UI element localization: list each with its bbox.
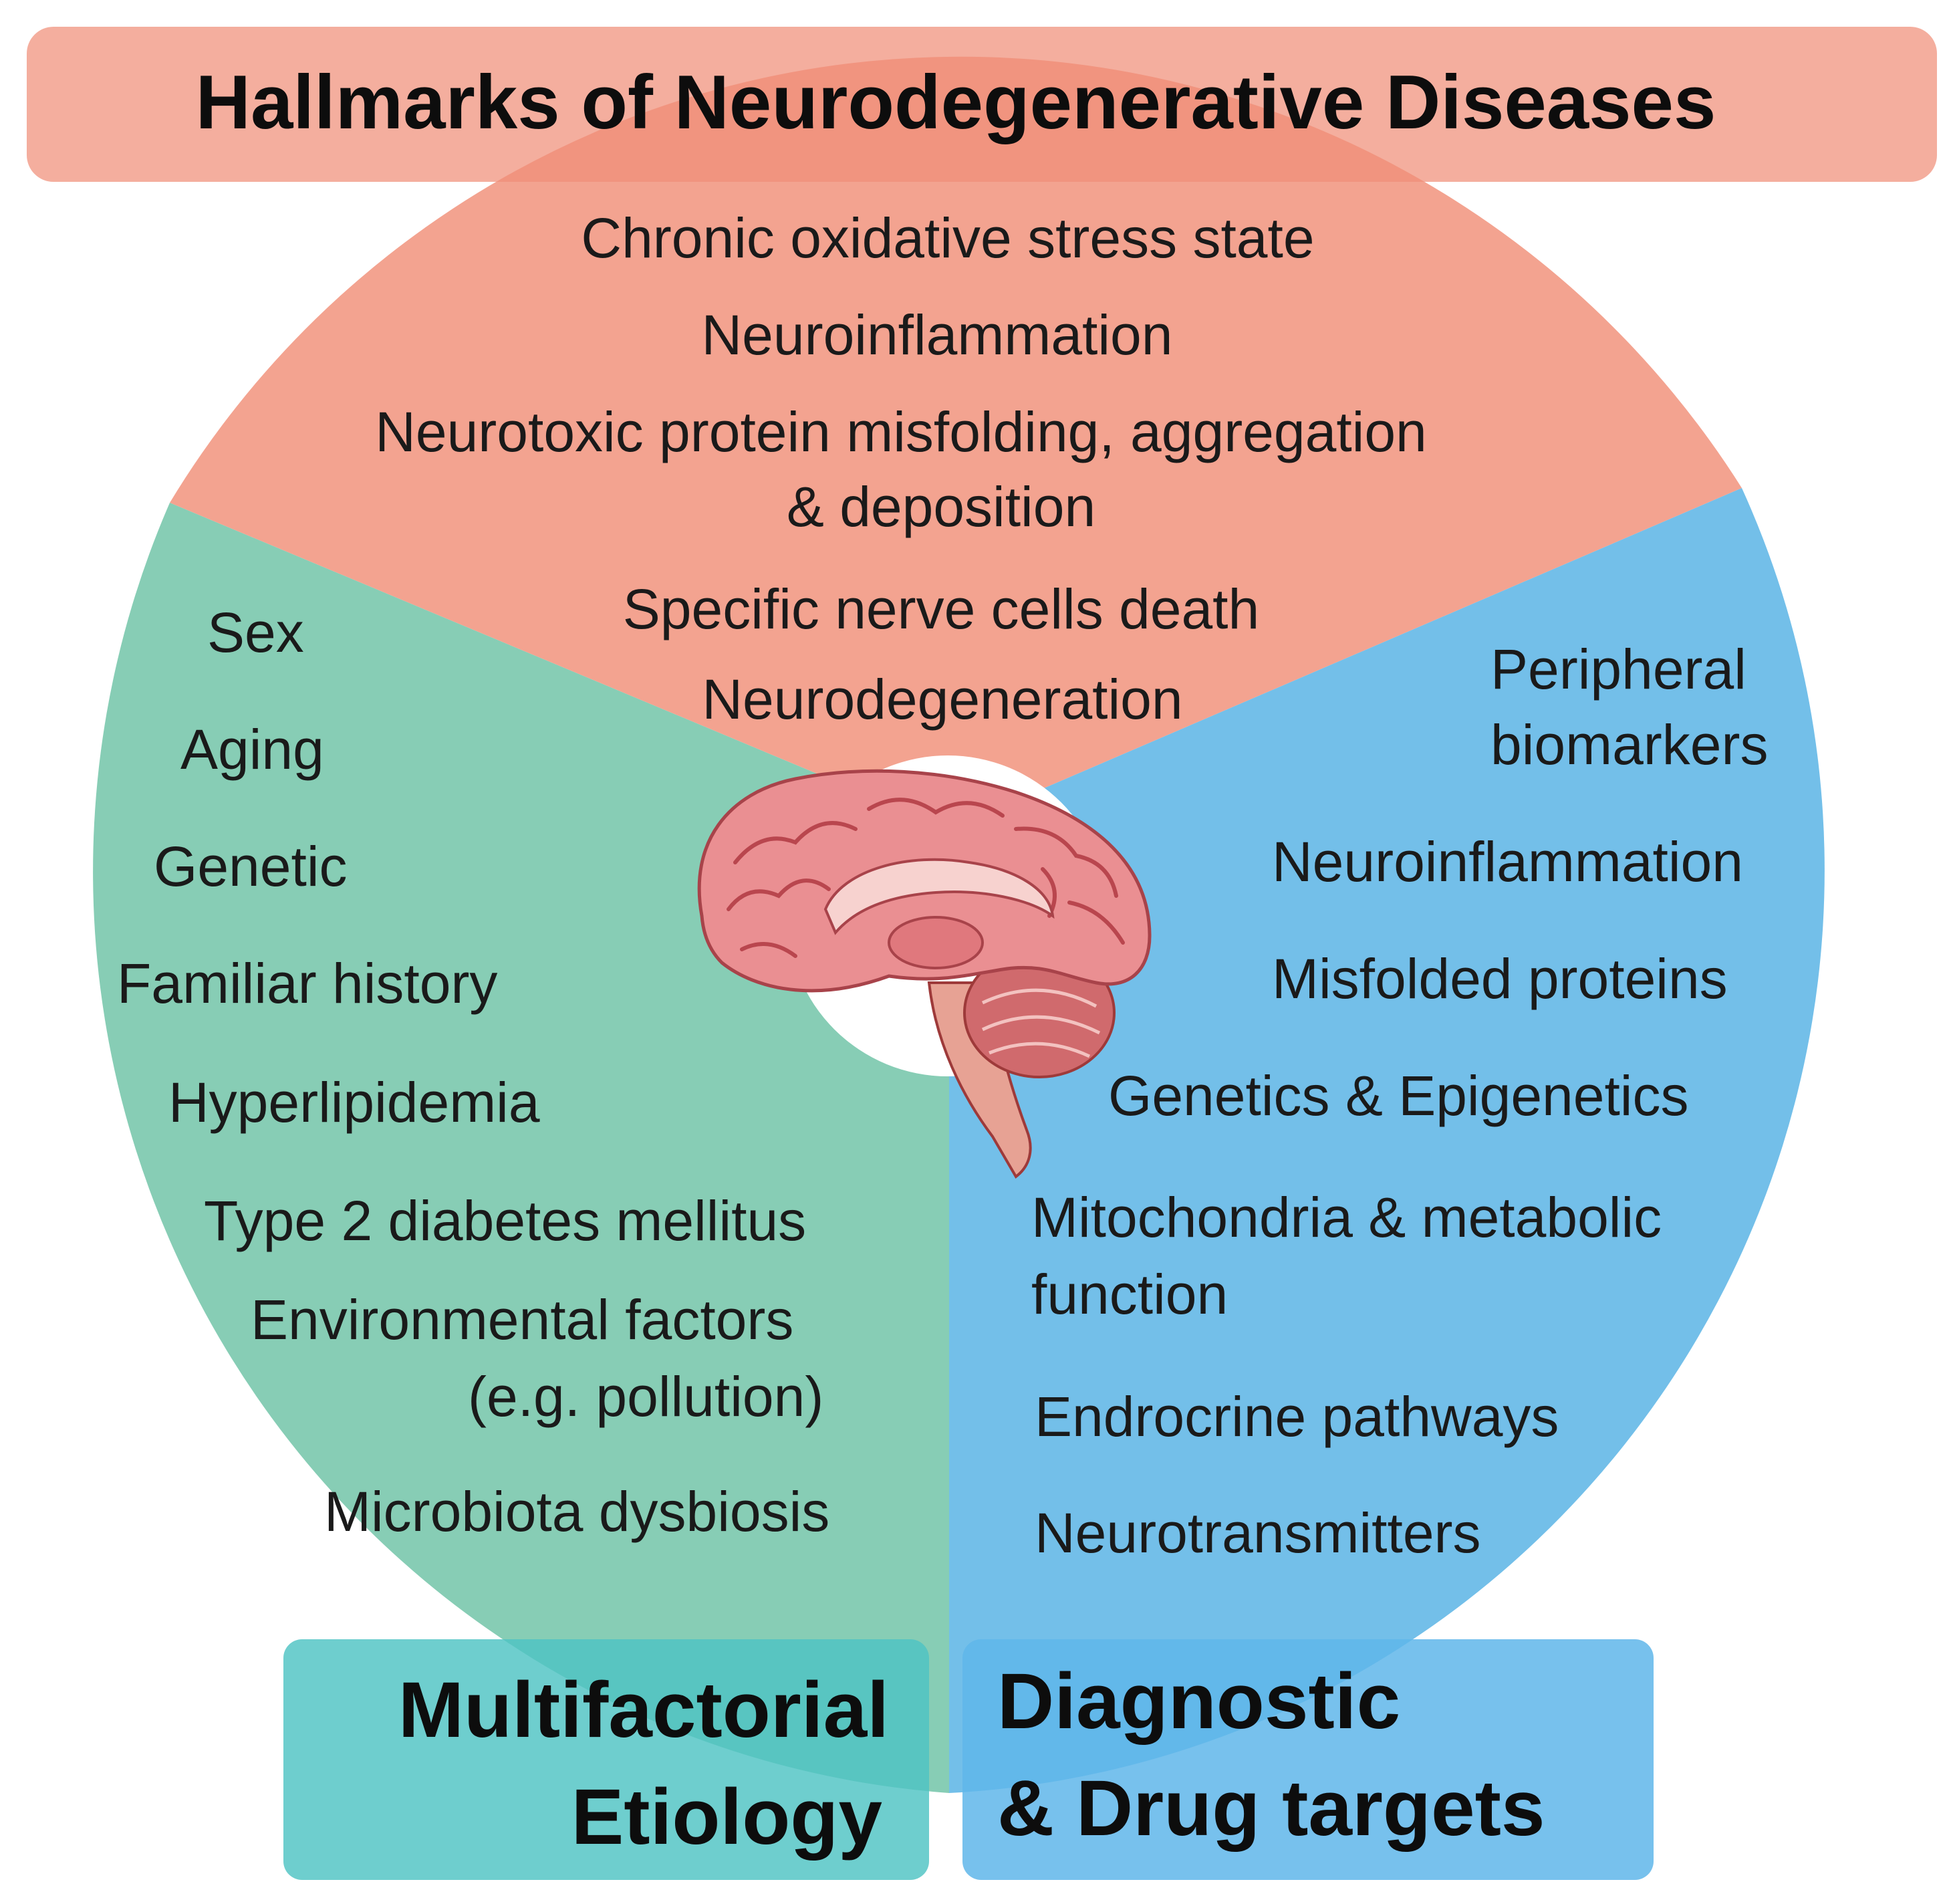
target-item: Peripheral [1490, 638, 1746, 701]
hallmark-item: Neurodegeneration [702, 668, 1182, 731]
etiology-item: Hyperlipidemia [168, 1071, 540, 1134]
etiology-item: (e.g. pollution) [468, 1365, 823, 1428]
etiology-list: Sex Aging Genetic Familiar history Hyper… [117, 601, 829, 1543]
targets-sector [949, 488, 1825, 1793]
hallmarks-list: Chronic oxidative stress state Neuroinfl… [375, 207, 1427, 731]
etiology-item: Type 2 diabetes mellitus [204, 1189, 806, 1252]
target-item: Genetics & Epigenetics [1108, 1064, 1688, 1127]
target-item: biomarkers [1490, 713, 1768, 776]
target-item: Endrocrine pathways [1035, 1385, 1559, 1448]
targets-label-box: Diagnostic & Drug targets [962, 1639, 1654, 1880]
target-item: function [1031, 1263, 1228, 1326]
etiology-label-line2: Etiology [571, 1773, 882, 1861]
etiology-item: Sex [207, 601, 304, 664]
hallmark-item: Neuroinflammation [702, 304, 1173, 366]
etiology-item: Familiar history [117, 952, 497, 1015]
brain-icon [697, 755, 1152, 1179]
etiology-item: Genetic [154, 835, 348, 898]
corpus-callosum [823, 858, 1055, 935]
targets-label-line1: Diagnostic [997, 1657, 1400, 1746]
targets-box [962, 1639, 1654, 1880]
title-bar [27, 27, 1937, 182]
target-item: Neuroinflammation [1272, 830, 1743, 893]
hallmark-item: Specific nerve cells death [623, 578, 1260, 640]
target-item: Mitochondria & metabolic [1031, 1186, 1662, 1249]
etiology-label-box: Multifactorial Etiology [283, 1639, 929, 1880]
diagram-title: Hallmarks of Neurodegenerative Diseases [196, 60, 1716, 145]
targets-list: Peripheral biomarkers Neuroinflammation … [1031, 638, 1768, 1564]
thalamus [888, 916, 984, 969]
target-item: Misfolded proteins [1272, 947, 1728, 1010]
hallmark-item: & deposition [787, 475, 1095, 538]
etiology-label-line1: Multifactorial [398, 1666, 889, 1754]
hallmark-item: Neurotoxic protein misfolding, aggregati… [375, 400, 1427, 463]
etiology-item: Aging [180, 718, 324, 781]
targets-label-line2: & Drug targets [997, 1764, 1545, 1853]
hallmark-item: Chronic oxidative stress state [581, 207, 1314, 269]
etiology-box [283, 1639, 929, 1880]
etiology-item: Environmental factors [251, 1288, 793, 1351]
etiology-item: Microbiota dysbiosis [324, 1480, 829, 1543]
target-item: Neurotransmitters [1035, 1502, 1481, 1564]
hallmarks-sector [170, 56, 1742, 829]
